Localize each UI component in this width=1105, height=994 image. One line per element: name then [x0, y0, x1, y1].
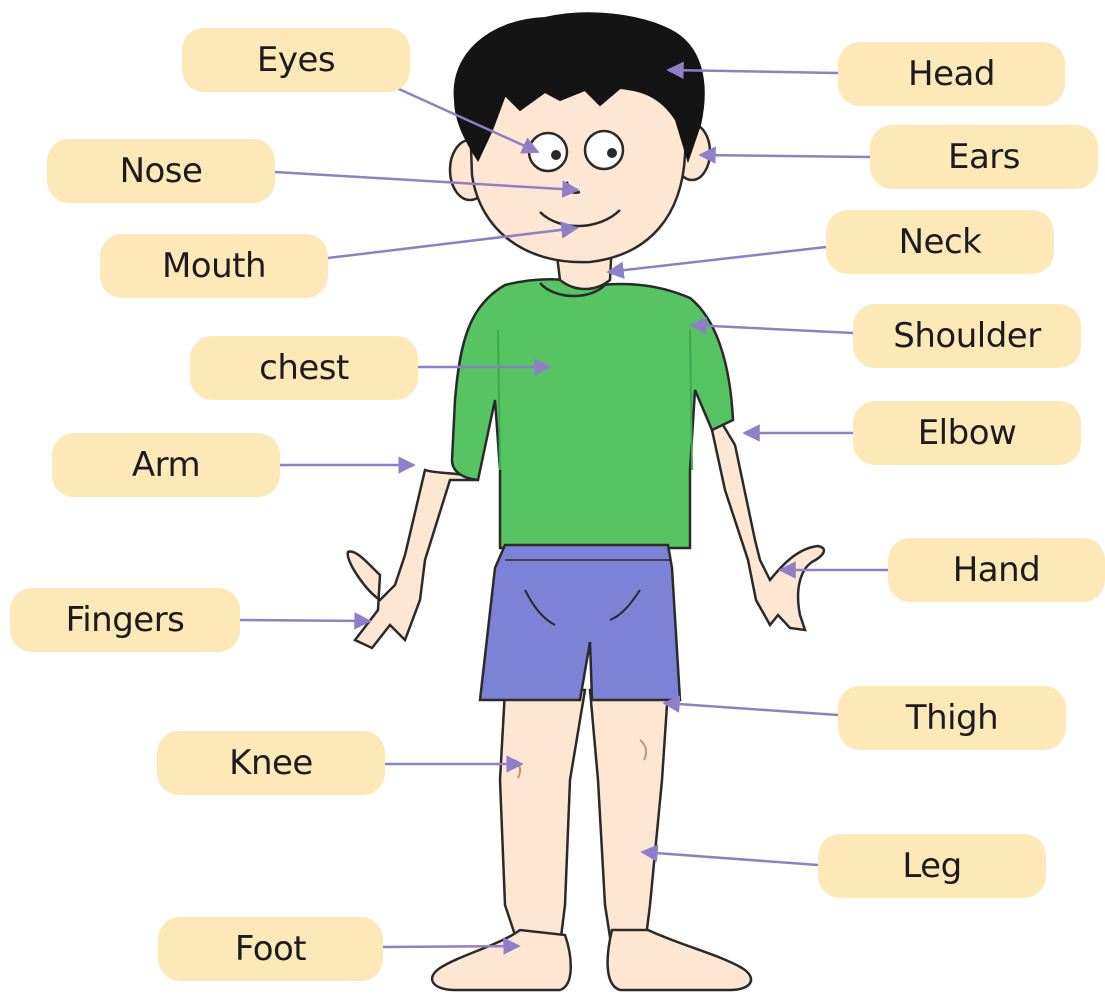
pointer-neck	[608, 247, 826, 272]
label-head: Head	[838, 42, 1065, 106]
label-shoulder: Shoulder	[853, 304, 1081, 368]
label-leg: Leg	[818, 834, 1046, 898]
label-thigh: Thigh	[838, 686, 1066, 750]
label-knee: Knee	[157, 731, 385, 795]
right-leg	[590, 690, 668, 950]
right-arm-shape	[712, 420, 824, 630]
right-foot-shape	[608, 930, 751, 990]
pointer-thigh	[664, 703, 838, 715]
pointer-foot	[383, 946, 519, 947]
label-hand: Hand	[888, 538, 1105, 602]
pointer-ears	[700, 155, 870, 157]
head-group	[450, 13, 710, 262]
left-foot-shape	[432, 930, 571, 990]
pointer-leg	[642, 852, 818, 865]
label-chest: chest	[190, 336, 418, 400]
shorts	[480, 545, 680, 700]
label-eyes: Eyes	[182, 28, 410, 92]
label-arm: Arm	[52, 433, 280, 497]
label-foot: Foot	[158, 917, 383, 981]
right-eye	[585, 131, 623, 169]
legs	[432, 690, 751, 990]
label-elbow: Elbow	[853, 401, 1081, 465]
label-mouth: Mouth	[100, 234, 328, 298]
label-ears: Ears	[870, 125, 1098, 189]
label-neck: Neck	[826, 210, 1054, 274]
label-fingers: Fingers	[10, 588, 240, 652]
label-nose: Nose	[47, 139, 275, 203]
left-leg	[500, 690, 585, 950]
pointer-fingers	[240, 620, 370, 621]
left-eye	[529, 133, 567, 171]
